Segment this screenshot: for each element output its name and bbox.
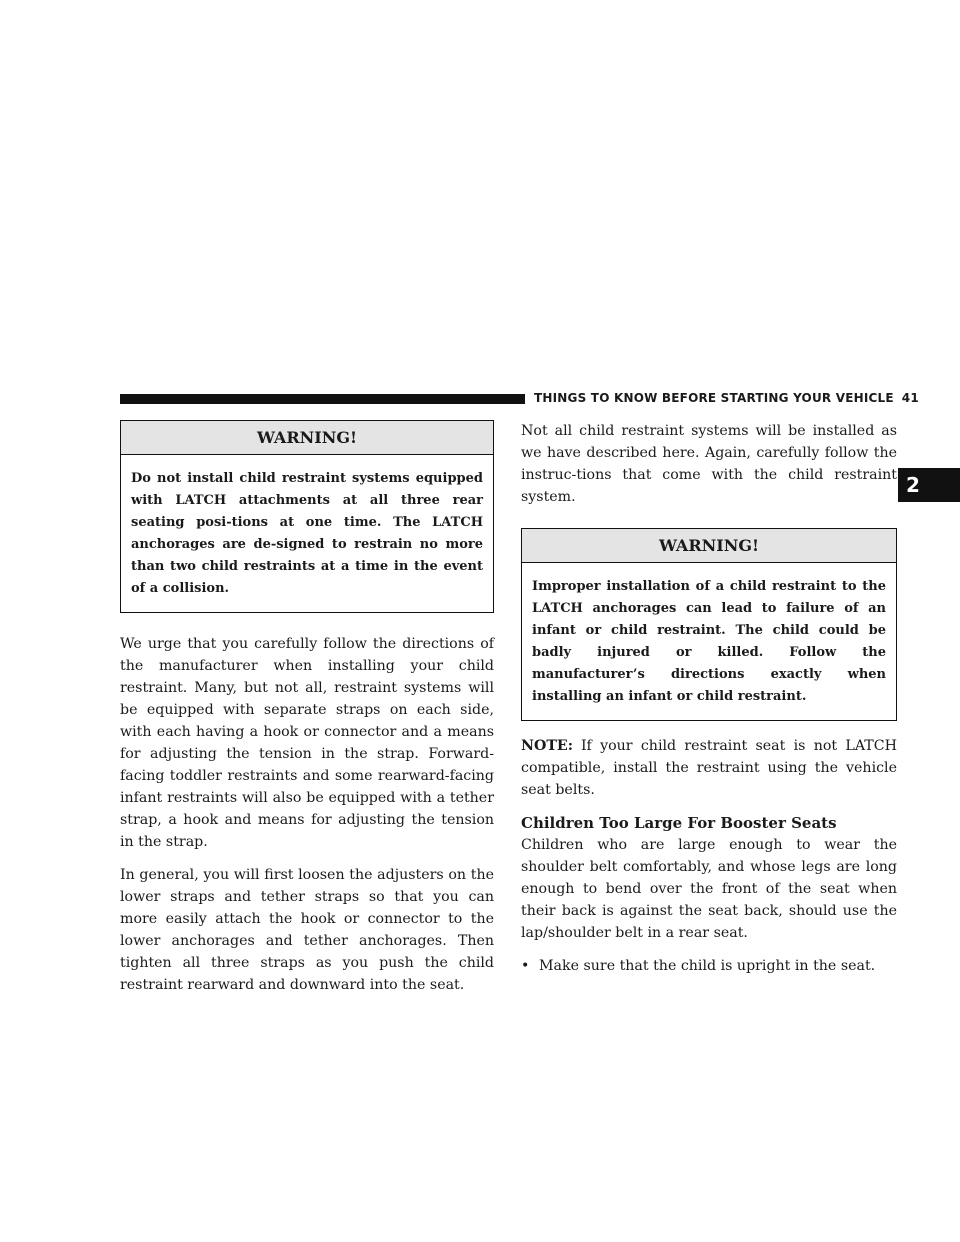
note-label: NOTE: — [521, 738, 573, 754]
page-number: 41 — [901, 391, 919, 405]
warning-box-latch-limit: WARNING! Do not install child restraint … — [120, 420, 494, 613]
warning-title: WARNING! — [522, 529, 896, 563]
paragraph-not-all-systems: Not all child restraint systems will be … — [521, 423, 897, 505]
paragraph-shoulder-belt: Children who are large enough to wear th… — [521, 837, 897, 941]
warning-text: Do not install child restraint systems e… — [131, 471, 483, 596]
page-header: THINGS TO KNOW BEFORE STARTING YOUR VEHI… — [120, 391, 919, 405]
bullet-icon: • — [521, 958, 530, 974]
warning-title: WARNING! — [121, 421, 493, 455]
section-title: THINGS TO KNOW BEFORE STARTING YOUR VEHI… — [534, 391, 894, 405]
subheading-booster-seats: Children Too Large For Booster Seats — [521, 814, 837, 832]
chapter-tab: 2 — [898, 468, 960, 502]
paragraph-installation-steps: In general, you will first loosen the ad… — [120, 867, 494, 993]
right-column: Not all child restraint systems will be … — [521, 420, 897, 977]
warning-text: Improper installation of a child restrai… — [532, 579, 886, 704]
note-text: If your child restraint seat is not LATC… — [521, 738, 897, 798]
left-column: WARNING! Do not install child restraint … — [120, 420, 494, 1007]
header-rule — [120, 394, 525, 404]
header-text: THINGS TO KNOW BEFORE STARTING YOUR VEHI… — [534, 388, 919, 408]
warning-box-improper-installation: WARNING! Improper installation of a chil… — [521, 528, 897, 721]
note-paragraph: NOTE:If your child restraint seat is not… — [521, 735, 897, 801]
bullet-text: Make sure that the child is upright in t… — [539, 958, 876, 974]
paragraph-manufacturer-directions: We urge that you carefully follow the di… — [120, 636, 494, 850]
bullet-item: • Make sure that the child is upright in… — [521, 955, 897, 977]
